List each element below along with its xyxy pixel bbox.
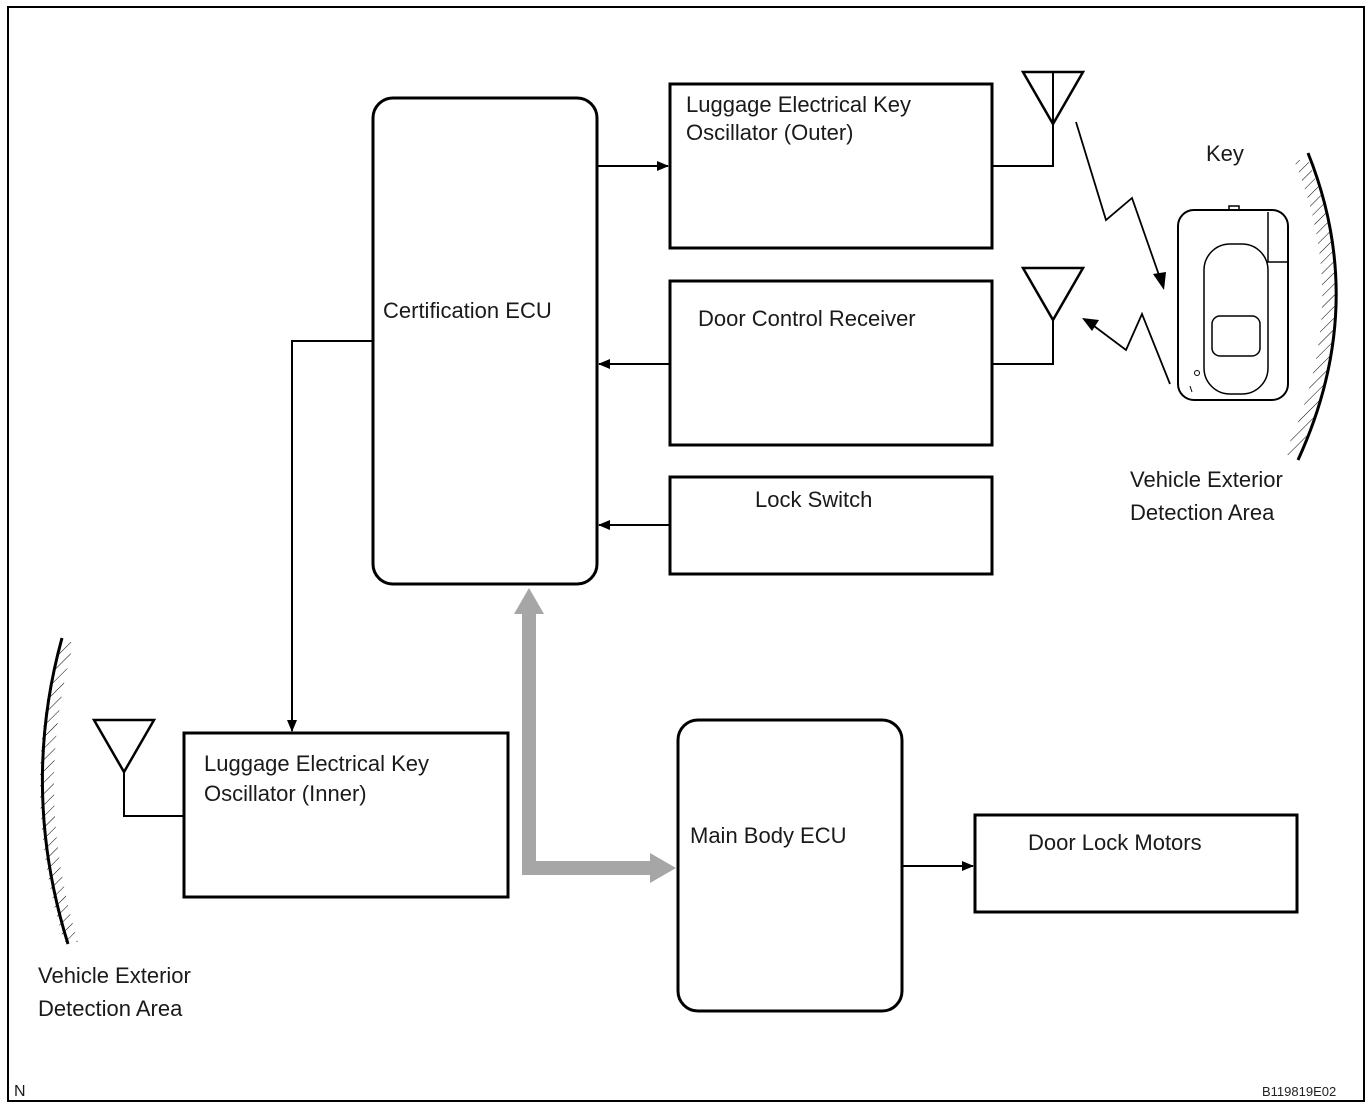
osc-inner-label-line2: Oscillator (Inner) <box>204 781 367 806</box>
detection-area-left-icon <box>40 638 78 944</box>
antenna-outer-icon <box>992 72 1083 166</box>
door-lock-motors-label: Door Lock Motors <box>1028 830 1202 855</box>
figure-code: B119819E02 <box>1262 1084 1336 1099</box>
bus-arrow-ecu-main-body <box>514 588 676 883</box>
certification-ecu-box <box>373 98 597 584</box>
lock-switch-label: Lock Switch <box>755 487 872 512</box>
detection-area-right-icon <box>1284 153 1336 460</box>
arrow-ecu-to-osc-inner <box>292 341 373 731</box>
osc-outer-label-line2: Oscillator (Outer) <box>686 120 853 145</box>
osc-outer-label-line1: Luggage Electrical Key <box>686 92 911 117</box>
exterior-left-label-line2: Detection Area <box>38 996 183 1021</box>
antenna-inner-icon <box>94 720 184 816</box>
antenna-receiver-icon <box>992 268 1083 364</box>
signal-to-key-icon <box>1076 122 1166 290</box>
main-body-ecu-box <box>678 720 902 1011</box>
door-control-receiver-label: Door Control Receiver <box>698 306 916 331</box>
exterior-right-label-line2: Detection Area <box>1130 500 1275 525</box>
key-label: Key <box>1206 141 1244 166</box>
exterior-left-label-line1: Vehicle Exterior <box>38 963 191 988</box>
corner-mark: N <box>14 1083 26 1100</box>
main-body-ecu-label: Main Body ECU <box>690 823 847 848</box>
exterior-right-label-line1: Vehicle Exterior <box>1130 467 1283 492</box>
osc-inner-label-line1: Luggage Electrical Key <box>204 751 429 776</box>
signal-from-key-icon <box>1082 314 1170 384</box>
certification-ecu-label: Certification ECU <box>383 298 552 323</box>
key-fob-icon <box>1178 206 1288 400</box>
